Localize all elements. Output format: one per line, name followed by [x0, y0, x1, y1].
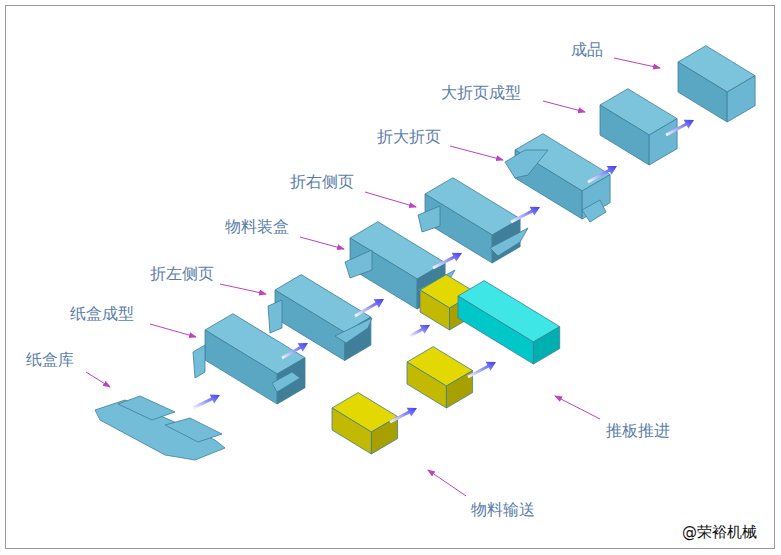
stage-label: 折左侧页	[150, 264, 214, 283]
carton-figures	[95, 46, 755, 460]
carton-flap	[418, 206, 440, 232]
leader-lines	[86, 58, 660, 496]
carton-flap	[335, 318, 372, 343]
flow-arrow	[281, 343, 308, 359]
push-plate	[533, 327, 559, 364]
flow-arrow	[192, 394, 220, 409]
carton-box	[649, 119, 677, 165]
carton-flap	[118, 396, 175, 420]
carton-tube	[205, 330, 277, 404]
carton-flap	[582, 200, 606, 222]
carton-flap	[345, 250, 372, 278]
stage-label: 推板推进	[606, 421, 670, 440]
flow-arrow	[665, 120, 694, 137]
material-block	[420, 290, 450, 330]
flow-arrows	[192, 120, 694, 424]
flow-arrow	[354, 299, 384, 317]
flow-arrow	[389, 408, 417, 424]
watermark: @荣裕机械	[682, 523, 757, 541]
finished-carton	[678, 62, 727, 122]
stage-label: 物料输送	[471, 500, 535, 519]
material-block	[332, 408, 371, 454]
flow-arrow	[587, 166, 617, 183]
carton-flap	[505, 150, 548, 178]
stage-label: 折右侧页	[290, 172, 354, 191]
stage-label: 纸盒库	[26, 350, 74, 369]
flow-arrow	[409, 325, 430, 337]
flow-arrow	[510, 207, 540, 224]
stage-label: 物料装盒	[225, 217, 289, 236]
carton-flap	[165, 418, 222, 442]
carton-flap	[272, 372, 300, 392]
frame	[6, 6, 775, 549]
flow-arrow	[467, 362, 496, 379]
carton-box	[600, 105, 649, 165]
material-block	[371, 417, 397, 454]
stage-label: 纸盒成型	[70, 304, 134, 323]
carton-tube	[425, 194, 492, 263]
carton-flap	[490, 228, 528, 256]
finished-carton	[727, 76, 755, 122]
push-plate	[458, 296, 533, 364]
material-block	[407, 362, 446, 408]
stage-label: 大折页成型	[441, 83, 521, 102]
carton-flap	[193, 345, 205, 378]
carton-flap	[268, 300, 282, 333]
stage-label: 成品	[571, 40, 603, 59]
stage-label: 折大折页	[377, 127, 441, 146]
flow-arrow	[432, 253, 462, 270]
carton-tube	[275, 290, 345, 361]
